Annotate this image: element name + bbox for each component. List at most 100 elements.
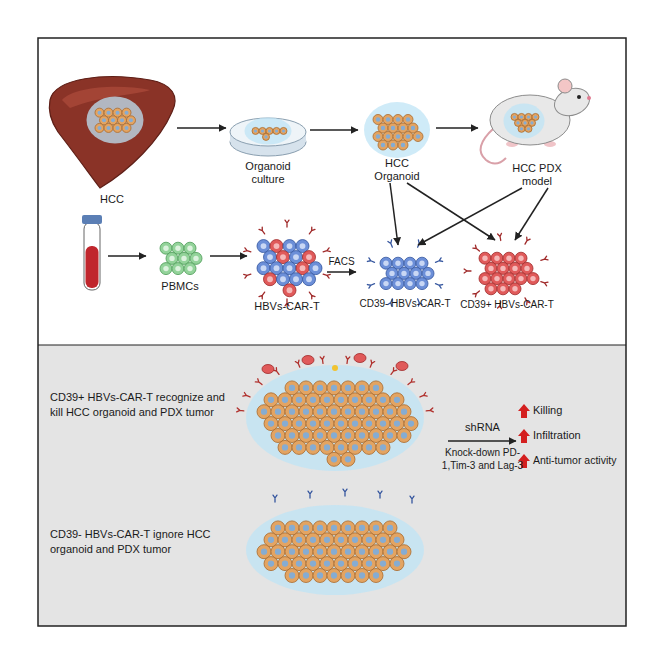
illustrated-node: Organoid culture <box>226 98 310 186</box>
cell-nucleus <box>289 409 295 415</box>
cell-nucleus <box>530 276 535 281</box>
cell-nucleus <box>280 254 286 260</box>
tube-cap <box>82 215 102 224</box>
cell-nucleus <box>282 420 288 426</box>
cell-nucleus <box>383 261 388 266</box>
cell-nucleus <box>115 126 119 130</box>
cell-nucleus <box>331 456 337 462</box>
cell-nucleus <box>289 572 295 578</box>
cell-nucleus <box>516 121 519 124</box>
cell-nucleus <box>482 256 487 261</box>
receptor-symbol <box>323 274 330 278</box>
cell-nucleus <box>359 409 365 415</box>
cell-nucleus <box>310 537 316 543</box>
receptor-symbol <box>541 282 548 286</box>
cell-nucleus <box>261 549 267 555</box>
cell <box>306 440 320 454</box>
receptor-symbol <box>309 292 315 299</box>
cell-nucleus <box>282 129 285 132</box>
cell-nucleus <box>373 385 379 391</box>
cell-nucleus <box>275 409 281 415</box>
cell-nucleus <box>300 243 306 249</box>
cell-nucleus <box>387 432 393 438</box>
cell-nucleus <box>289 432 295 438</box>
receptor-symbol <box>435 284 442 288</box>
cell-nucleus <box>373 549 379 555</box>
cell-nucleus <box>296 560 302 566</box>
cell <box>378 140 388 150</box>
cell <box>313 569 327 583</box>
cell-nucleus <box>293 276 299 282</box>
mouse-ear <box>558 79 572 93</box>
node-label: CD39+ HBVs-CAR-T <box>460 298 554 311</box>
cell-nucleus <box>386 134 391 139</box>
receptor-symbol <box>255 379 262 385</box>
panel-divider <box>38 344 626 345</box>
receptor-symbol <box>343 489 347 496</box>
cell-nucleus <box>512 266 517 271</box>
node-label: Organoid culture <box>237 160 299 186</box>
cell-nucleus <box>494 276 499 281</box>
cell <box>525 125 532 132</box>
cell-nucleus <box>401 271 406 276</box>
cell <box>327 452 341 466</box>
cell-nucleus <box>324 560 330 566</box>
panel-text: shRNA <box>445 420 520 435</box>
node-label: HCC Organoid <box>367 157 427 183</box>
cell-nucleus <box>296 420 302 426</box>
cell <box>376 440 390 454</box>
cell-nucleus <box>124 111 128 115</box>
cell-nucleus <box>530 121 533 124</box>
cell <box>497 283 509 295</box>
cell-nucleus <box>494 256 499 261</box>
receptor-symbol <box>273 495 277 502</box>
cell <box>380 278 392 290</box>
cell-nucleus <box>373 432 379 438</box>
receptor-symbol <box>410 496 414 503</box>
cell-nucleus <box>513 115 516 118</box>
dish-rim <box>230 118 306 146</box>
cell-nucleus <box>345 432 351 438</box>
cell-nucleus <box>317 432 323 438</box>
cell-nucleus <box>394 537 400 543</box>
node-label: PBMCs <box>161 280 198 293</box>
panel-text: Knock-down PD-1,Tim-3 and Lag-3 <box>440 446 525 472</box>
arrow-connector <box>407 183 495 240</box>
tumor-glow <box>246 365 424 471</box>
cell <box>283 284 296 297</box>
cell <box>252 127 259 134</box>
liver-shape <box>49 77 175 188</box>
cell-nucleus <box>366 444 372 450</box>
cell-nucleus <box>366 420 372 426</box>
cell-nucleus <box>395 261 400 266</box>
cell-nucleus <box>482 276 487 281</box>
mouse-head <box>551 84 594 121</box>
receptor-symbol <box>243 392 250 396</box>
receptor-symbol <box>378 491 382 498</box>
cell <box>341 452 355 466</box>
receptor-symbol <box>285 220 289 227</box>
car-t-cell <box>354 354 366 363</box>
cell-nucleus <box>306 276 312 282</box>
cell-nucleus <box>518 256 523 261</box>
cell-nucleus <box>394 397 400 403</box>
cell-nucleus <box>394 560 400 566</box>
cell-nucleus <box>306 254 312 260</box>
cell <box>388 140 398 150</box>
cell-nucleus <box>169 256 174 261</box>
cell-nucleus <box>524 266 529 271</box>
arrow-connector <box>327 271 356 273</box>
arrow-connector <box>210 255 247 257</box>
illustration-space <box>112 75 113 193</box>
arrow-connector <box>310 129 358 131</box>
cell-nucleus <box>175 266 180 271</box>
cell <box>95 123 104 132</box>
cell-nucleus <box>345 456 351 462</box>
cell-nucleus <box>268 537 274 543</box>
arrow-connector <box>418 188 522 245</box>
cell-nucleus <box>391 143 396 148</box>
cell-nucleus <box>267 276 273 282</box>
top-ground <box>38 38 626 626</box>
cell-nucleus <box>317 385 323 391</box>
cell <box>341 569 355 583</box>
